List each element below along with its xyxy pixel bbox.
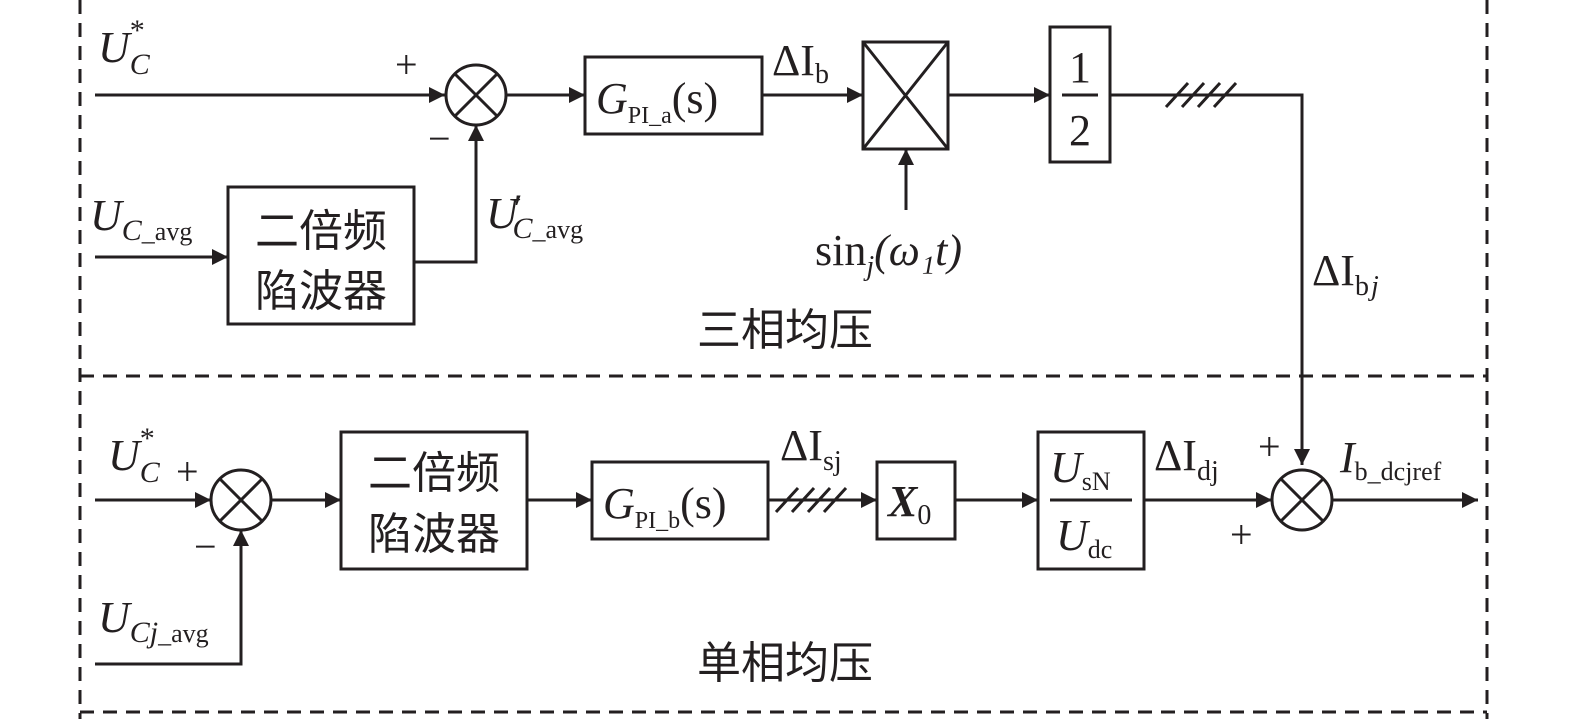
three-phase-section-title: 三相均压: [697, 305, 873, 356]
sum3-plus-sign: +: [176, 449, 199, 494]
sum-junction-2: [1270, 468, 1334, 532]
x0-block: [875, 460, 957, 541]
gpi-a-block: [583, 55, 764, 136]
sin-input-label: sinj(ω₁t): [815, 226, 962, 282]
notch1-label-line2: 陷波器: [255, 266, 387, 317]
sum2-bottom-plus-sign: +: [1230, 512, 1253, 557]
sum-junction-1: [444, 63, 508, 127]
sum1-plus-sign: +: [395, 42, 418, 87]
three-phase-section: UC* + − UC_avg 二倍频 陷波器 U′C_avg GPI_a(s) …: [90, 14, 1379, 465]
delta-isj-label: ΔIsj: [780, 421, 842, 477]
sum1-minus-sign: −: [428, 116, 451, 161]
input-ucj-avg-label: UCj_avg: [98, 593, 209, 649]
three-phase-bus-marker: [1164, 81, 1238, 109]
delta-ibj-label: ΔIbj: [1312, 246, 1379, 302]
notch-filter-block-2: [339, 430, 529, 571]
single-phase-section: UC* + − UCj_avg 二倍频 陷波器 GPI_b(s): [95, 421, 1478, 689]
input-uc-ref-label: UC*: [98, 14, 151, 81]
single-phase-section-title: 单相均压: [697, 638, 873, 689]
ratio-denominator: Udc: [1056, 511, 1112, 564]
notch2-label-line1: 二倍频: [368, 448, 500, 499]
x0-label: X0: [886, 477, 931, 531]
sum3-minus-sign: −: [194, 524, 217, 569]
sum-junction-3: [209, 468, 273, 532]
notch-filter-block-1: [226, 185, 416, 326]
arrow-notch1-to-sum1: [414, 125, 484, 264]
output-ib-dcjref-label: Ib_dcjref: [1339, 433, 1442, 486]
notch1-label-line1: 二倍频: [255, 206, 387, 257]
notch2-label-line2: 陷波器: [368, 509, 500, 560]
input-uc-avg-label: UC_avg: [90, 191, 192, 247]
half-numerator: 1: [1069, 43, 1091, 92]
input-uc-ref-label-2: UC*: [108, 422, 161, 489]
delta-idj-label: ΔIdj: [1154, 431, 1219, 487]
filtered-uc-avg-label: U′C_avg: [486, 186, 583, 245]
single-phase-bus-marker: [774, 486, 848, 514]
gpi-b-label: GPI_b(s): [603, 479, 727, 534]
half-denominator: 2: [1069, 106, 1091, 155]
ratio-numerator: UsN: [1050, 443, 1111, 496]
arrow-ucj-avg-to-sum3: [95, 530, 249, 666]
delta-ib-label: ΔIb: [772, 36, 829, 90]
sum2-top-plus-sign: +: [1258, 424, 1281, 469]
multiplier-block: [861, 40, 950, 151]
arrow-half-to-sum2: [1110, 93, 1310, 465]
gpi-a-label: GPI_a(s): [596, 74, 718, 129]
